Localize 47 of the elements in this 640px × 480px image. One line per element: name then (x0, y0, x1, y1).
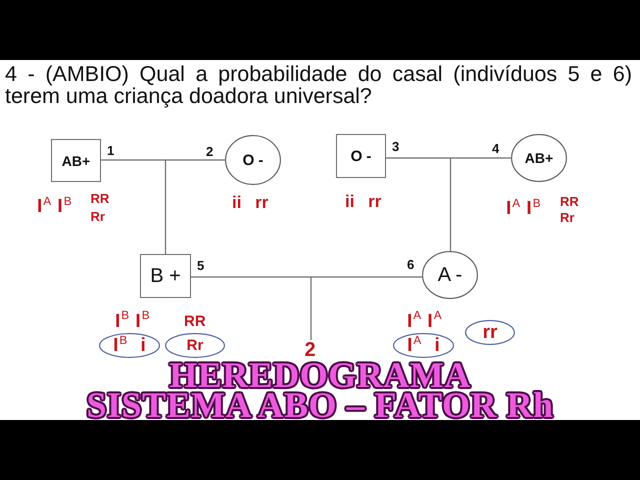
individual-number: 2 (206, 145, 214, 158)
pedigree-square (51, 139, 101, 182)
genotype-text: Rr (560, 211, 574, 224)
genotype-text: ii rr (345, 193, 382, 210)
question-text: 4 - (AMBIO) Qual a probabilidade do casal (indivíduos 5 e 6) terem uma criança doadora universal? (5, 63, 632, 107)
genotype-text: RR (90, 192, 110, 205)
genotype-ellipse (393, 333, 454, 358)
pedigree-circle (511, 134, 567, 182)
blood-type-text: O - (242, 152, 264, 168)
genotype-text: I$^{A}$ i (407, 336, 440, 355)
blood-type-text: AB+ (62, 154, 90, 168)
genotype-text: rr (482, 323, 498, 342)
descent-line (164, 160, 166, 254)
blood-type-text: O - (350, 148, 372, 164)
genotype-text: RR (184, 314, 206, 329)
individual-number: 5 (197, 259, 204, 272)
genotype-text: I$^{A}$ I$^{B}$ (506, 199, 541, 218)
genotype-text: ii rr (232, 194, 268, 210)
descent-line (450, 158, 452, 251)
banner-subtitle: SISTEMA ABO – FATOR Rh (86, 390, 554, 420)
genotype-text: I$^{A}$ I$^{B}$ (37, 197, 72, 216)
blood-type-text: B + (150, 266, 181, 286)
genotype-text: Rr (90, 210, 105, 223)
banner-title: HEREDOGRAMA (169, 360, 471, 390)
genotype-ellipse (99, 333, 160, 358)
individual-number: 1 (107, 144, 114, 156)
couple-line (101, 159, 225, 161)
couple-line (191, 276, 422, 278)
individual-number: 3 (392, 140, 400, 153)
pedigree-circle (225, 135, 281, 185)
individual-number: 6 (407, 258, 414, 270)
genotype-text: I$^{B}$ i (113, 336, 146, 355)
genotype-text: RR (560, 195, 579, 208)
genotype-text: Rr (186, 338, 204, 353)
pedigree-square (336, 134, 386, 178)
pedigree-square (140, 254, 191, 298)
individual-number: 4 (492, 142, 500, 154)
blood-type-text: AB+ (524, 151, 554, 165)
genotype-text: I$^{A}$ I$^{A}$ (407, 312, 442, 330)
descent-line (310, 277, 312, 340)
blood-type-text: A - (438, 265, 462, 285)
genotype-text: I$^{B}$ I$^{B}$ (115, 312, 150, 330)
couple-line (386, 157, 511, 159)
genotype-ellipse (165, 333, 225, 358)
genotype-ellipse (465, 320, 515, 345)
offspring-mark: 2 (304, 340, 316, 360)
pedigree-circle (422, 251, 478, 299)
